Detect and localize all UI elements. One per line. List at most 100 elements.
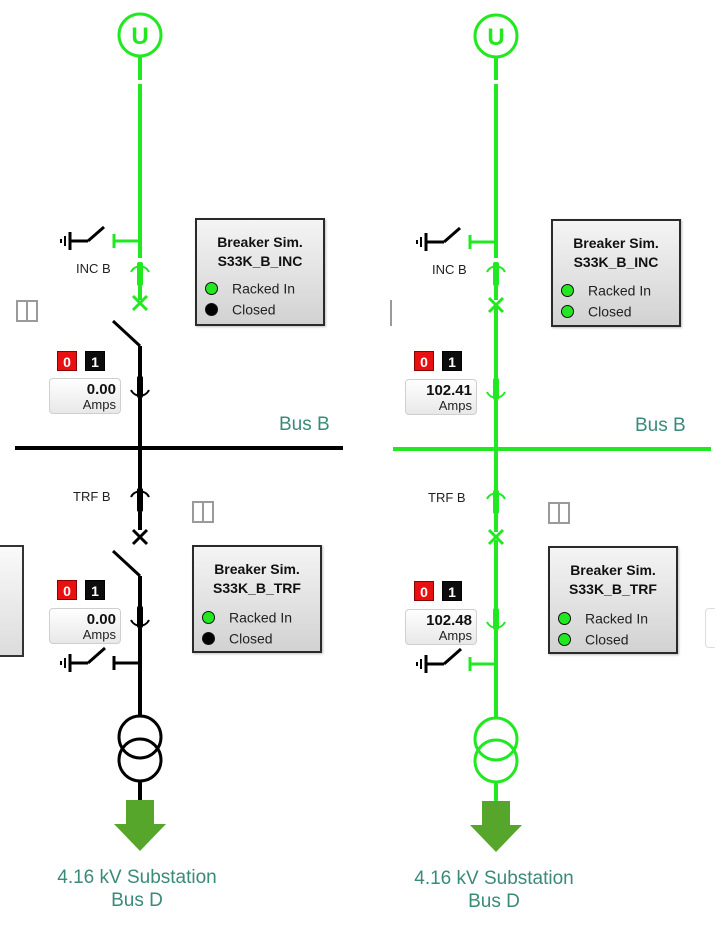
trf-open-button[interactable]: 0 (57, 580, 77, 600)
breaker-box-title: Breaker Sim. (217, 234, 303, 250)
one-line-panel-left: U (0, 12, 343, 912)
faceplate-icon[interactable] (16, 300, 38, 322)
inc-label: INC B (432, 262, 467, 277)
ground-switch-inc-icon[interactable] (60, 225, 140, 250)
amps-unit: Amps (82, 397, 116, 412)
amps-unit: Amps (438, 628, 472, 643)
destination-label[interactable]: 4.16 kV Substation Bus D (384, 867, 604, 913)
amps-value: 0.00 (86, 381, 116, 398)
adjacent-breaker-box-fragment (0, 545, 24, 657)
ground-switch-trf-icon[interactable] (60, 646, 140, 672)
racked-in-label: Racked In (585, 610, 649, 627)
trf-disconnect-switch-open-icon (111, 549, 142, 608)
faceplate-icon-fragment (390, 300, 394, 326)
inc-breaker-status-box[interactable]: Breaker Sim. S33K_B_INC Racked In Closed (195, 218, 325, 326)
breaker-box-name: S33K_B_INC (217, 253, 303, 269)
ground-switch-inc-icon[interactable] (416, 226, 496, 251)
racked-in-row: Racked In (205, 279, 295, 296)
closed-label: Closed (229, 630, 273, 647)
trf-breaker-icon[interactable] (131, 528, 149, 546)
trf-amps-readout: 0.00 Amps (49, 608, 121, 644)
transformer-icon[interactable] (473, 716, 519, 801)
inc-breaker-icon[interactable] (131, 294, 149, 312)
closed-row: Closed (205, 300, 276, 317)
source-symbol: U (131, 23, 148, 50)
closed-label: Closed (588, 303, 632, 320)
racked-in-led-icon (205, 281, 218, 295)
trf-open-button[interactable]: 0 (414, 581, 434, 601)
trf-close-button[interactable]: 1 (85, 580, 105, 600)
destination-line2: Bus D (468, 891, 520, 912)
inc-lower-connector-icon (486, 378, 506, 449)
trf-label: TRF B (428, 490, 466, 505)
closed-led-icon (205, 302, 218, 316)
inc-close-button[interactable]: 1 (442, 351, 462, 371)
inc-drawout-connector-icon (130, 262, 150, 300)
load-arrow-icon[interactable] (470, 801, 522, 852)
utility-source-icon[interactable]: U (117, 12, 163, 58)
amps-unit: Amps (438, 398, 472, 413)
trf-drawout-connector-icon (486, 490, 506, 532)
one-line-panel-right: U (361, 0, 722, 934)
racked-in-led-icon (561, 283, 574, 297)
breaker-box-name: S33K_B_TRF (213, 580, 301, 596)
trf-amps-readout: 102.48 Amps (405, 609, 477, 645)
inc-lower-connector-icon (130, 376, 150, 448)
racked-in-led-icon (558, 611, 571, 625)
destination-line1: 4.16 kV Substation (57, 867, 217, 888)
closed-led-icon (558, 632, 571, 646)
racked-in-led-icon (202, 610, 215, 624)
one-line-diagram-left: U (15, 12, 343, 851)
trf-lower-connector-icon (486, 608, 506, 718)
inc-label: INC B (76, 261, 111, 276)
closed-led-icon (561, 304, 574, 318)
trf-drawout-connector-icon (130, 488, 150, 530)
racked-in-row: Racked In (558, 609, 648, 626)
trf-lower-connector-icon (130, 606, 150, 717)
adjacent-amps-readout-fragment (705, 608, 715, 648)
transformer-icon[interactable] (117, 714, 163, 800)
utility-source-icon[interactable]: U (473, 13, 519, 59)
closed-label: Closed (232, 301, 276, 318)
closed-row: Closed (202, 629, 273, 646)
trf-breaker-status-box[interactable]: Breaker Sim. S33K_B_TRF Racked In Closed (548, 546, 678, 654)
disconnect-switch-open-icon (111, 319, 142, 380)
trf-label: TRF B (73, 489, 111, 504)
bus-label: Bus B (279, 414, 330, 435)
destination-line1: 4.16 kV Substation (414, 868, 574, 889)
racked-in-label: Racked In (588, 282, 652, 299)
breaker-box-title: Breaker Sim. (573, 235, 659, 251)
amps-value: 102.41 (426, 382, 472, 399)
destination-line2: Bus D (111, 890, 163, 911)
trf-breaker-status-box[interactable]: Breaker Sim. S33K_B_TRF Racked In Closed (192, 545, 322, 653)
faceplate-icon[interactable] (192, 501, 214, 523)
bus-label: Bus B (635, 415, 686, 436)
amps-value: 0.00 (86, 611, 116, 628)
trf-breaker-icon[interactable] (487, 528, 505, 546)
amps-value: 102.48 (426, 612, 472, 629)
trf-close-button[interactable]: 1 (442, 581, 462, 601)
closed-led-icon (202, 631, 215, 645)
closed-row: Closed (561, 302, 632, 319)
breaker-box-title: Breaker Sim. (214, 561, 300, 577)
racked-in-label: Racked In (232, 280, 296, 297)
inc-close-button[interactable]: 1 (85, 351, 105, 371)
inc-breaker-status-box[interactable]: Breaker Sim. S33K_B_INC Racked In Closed (551, 219, 681, 327)
closed-row: Closed (558, 630, 629, 647)
racked-in-row: Racked In (561, 281, 651, 298)
breaker-box-name: S33K_B_INC (573, 254, 659, 270)
inc-amps-readout: 102.41 Amps (405, 379, 477, 415)
inc-open-button[interactable]: 0 (414, 351, 434, 371)
racked-in-label: Racked In (229, 609, 293, 626)
amps-unit: Amps (82, 627, 116, 642)
racked-in-row: Racked In (202, 608, 292, 625)
destination-label[interactable]: 4.16 kV Substation Bus D (27, 866, 247, 912)
inc-open-button[interactable]: 0 (57, 351, 77, 371)
one-line-diagram-right: U (393, 13, 711, 852)
source-symbol: U (487, 24, 504, 51)
ground-switch-trf-icon[interactable] (416, 647, 496, 673)
load-arrow-icon[interactable] (114, 800, 166, 851)
faceplate-icon[interactable] (548, 502, 570, 524)
closed-label: Closed (585, 631, 629, 648)
breaker-box-name: S33K_B_TRF (569, 581, 657, 597)
